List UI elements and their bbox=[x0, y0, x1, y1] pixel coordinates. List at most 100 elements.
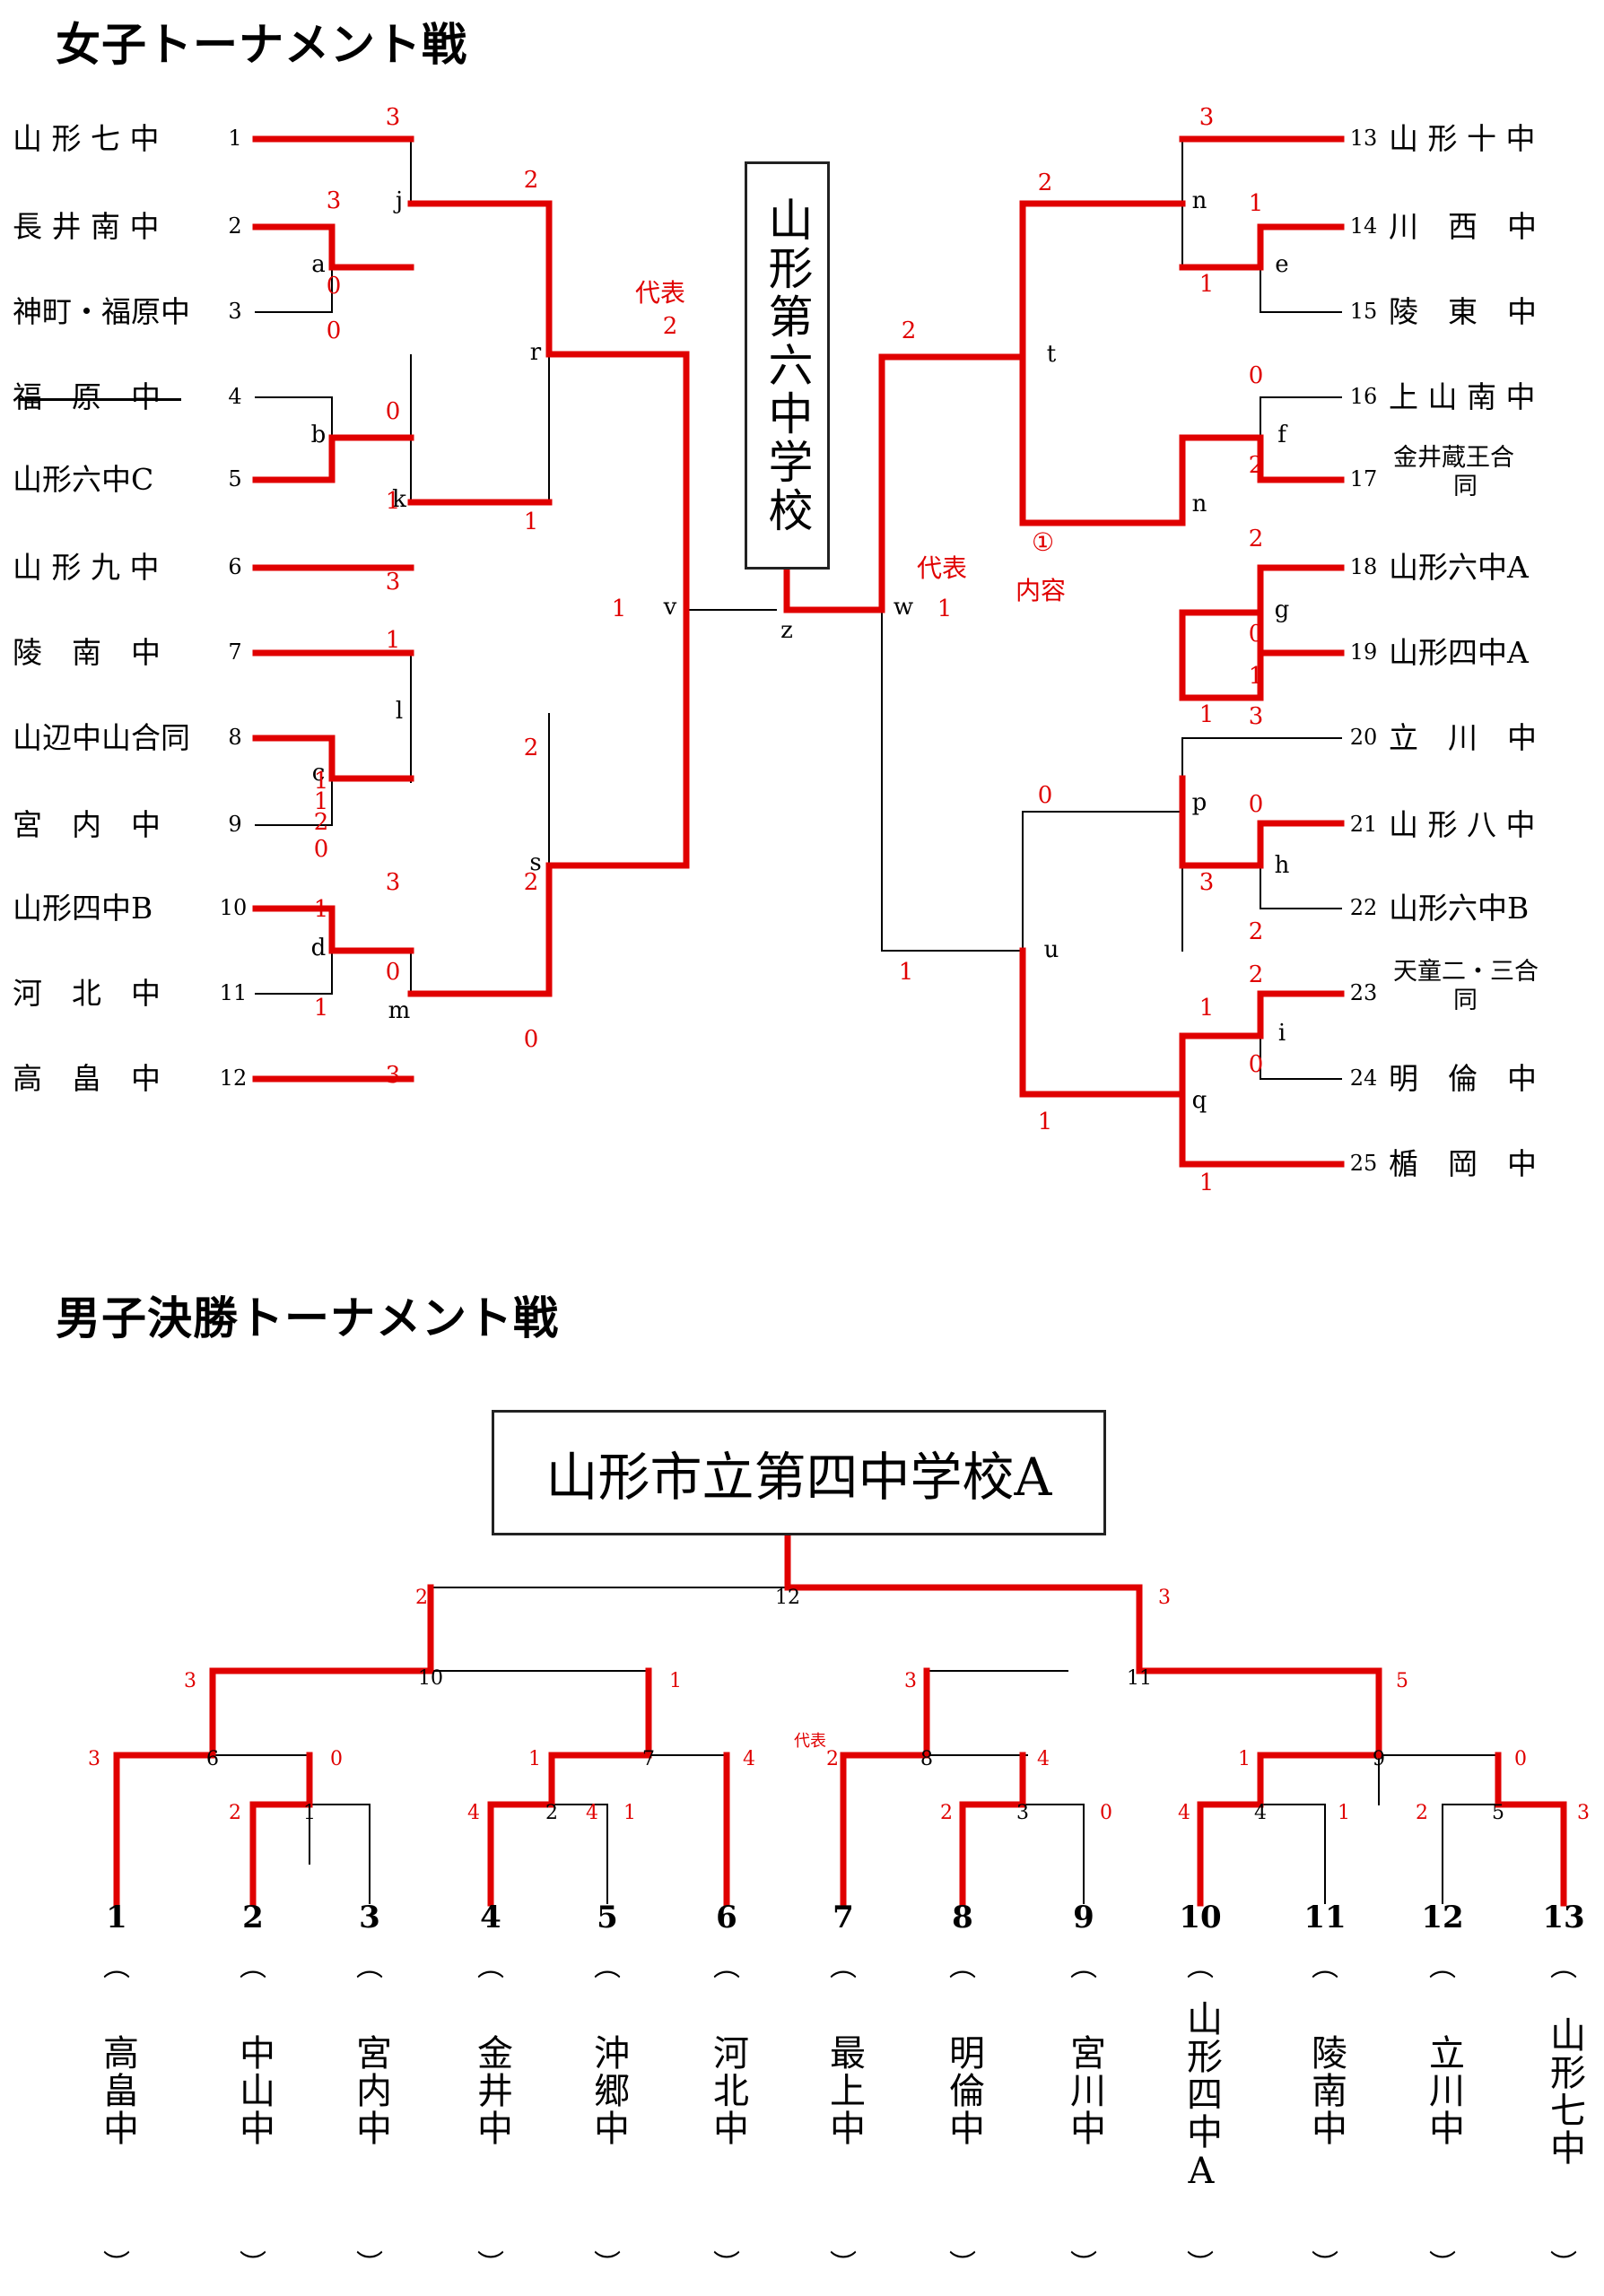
girls-team-seed: 23 bbox=[1349, 980, 1378, 1005]
boys-score: 2 bbox=[1416, 1802, 1428, 1824]
girls-score: 2 bbox=[1248, 526, 1264, 552]
girls-score: 1 bbox=[1248, 190, 1264, 217]
girls-node-label: l bbox=[395, 698, 404, 725]
boys-score: 0 bbox=[1514, 1748, 1527, 1770]
boys-node-label: 7 bbox=[642, 1748, 655, 1770]
girls-node-label: n bbox=[1191, 491, 1207, 517]
boys-score: 4 bbox=[743, 1748, 755, 1770]
boys-close-paren: ︶ bbox=[830, 2249, 857, 2281]
girls-team-name: 楯 岡 中 bbox=[1389, 1146, 1537, 1181]
boys-close-paren: ︶ bbox=[1312, 2249, 1338, 2281]
boys-team-number: 6 bbox=[716, 1900, 737, 1935]
girls-node-label: b bbox=[310, 422, 327, 448]
boys-node-label: 5 bbox=[1492, 1802, 1504, 1824]
boys-node-label: 6 bbox=[206, 1748, 219, 1770]
boys-node-label: 1 bbox=[303, 1802, 316, 1824]
girls-score: 0 bbox=[326, 273, 342, 300]
girls-node-label: p bbox=[1191, 789, 1207, 816]
girls-node-label: n bbox=[1191, 187, 1207, 214]
girls-node-label: a bbox=[311, 251, 326, 278]
girls-team-seed: 1 bbox=[228, 126, 242, 151]
boys-score: 0 bbox=[1100, 1802, 1112, 1824]
withdrawn-strike bbox=[20, 398, 181, 401]
boys-node-label: 11 bbox=[1127, 1667, 1152, 1690]
girls-title: 女子トーナメント戦 bbox=[56, 19, 467, 71]
girls-team-seed: 21 bbox=[1349, 812, 1378, 837]
girls-team-seed: 22 bbox=[1349, 895, 1378, 920]
boys-team-number: 7 bbox=[833, 1900, 854, 1935]
boys-open-paren: ︵ bbox=[1429, 1952, 1456, 1983]
girls-team-seed: 24 bbox=[1349, 1065, 1378, 1091]
girls-node-label: r bbox=[529, 339, 542, 366]
boys-score: 3 bbox=[1158, 1587, 1171, 1609]
boys-node-label: 2 bbox=[545, 1802, 558, 1824]
boys-open-paren: ︵ bbox=[1312, 1952, 1338, 1983]
girls-daihyo-right: 代表 bbox=[917, 553, 968, 583]
girls-team-name: 山 形 七 中 bbox=[13, 121, 160, 156]
girls-node-label: c bbox=[311, 760, 326, 787]
girls-team-name: 天童二・三合 bbox=[1393, 958, 1539, 986]
girls-node-label: t bbox=[1046, 341, 1057, 368]
girls-team-name: 山形六中C bbox=[13, 462, 154, 497]
girls-team-name-line2: 同 bbox=[1453, 473, 1478, 500]
girls-node-label: h bbox=[1274, 852, 1290, 879]
boys-team-name: 最上中 bbox=[824, 2034, 865, 2147]
girls-team-seed: 5 bbox=[228, 466, 242, 491]
boys-score: 4 bbox=[1178, 1802, 1190, 1824]
girls-score: 2 bbox=[1248, 961, 1264, 988]
girls-score: 2 bbox=[313, 809, 329, 836]
girls-score: 1 bbox=[1248, 663, 1264, 690]
girls-team-seed: 16 bbox=[1349, 384, 1378, 409]
boys-close-paren: ︶ bbox=[1187, 2249, 1214, 2281]
girls-team-name: 明 倫 中 bbox=[1389, 1061, 1537, 1096]
girls-score: 0 bbox=[1248, 362, 1264, 389]
boys-close-paren: ︶ bbox=[1550, 2249, 1577, 2281]
girls-team-seed: 6 bbox=[228, 554, 242, 579]
girls-team-name: 上 山 南 中 bbox=[1389, 379, 1536, 414]
boys-open-paren: ︵ bbox=[1187, 1952, 1214, 1983]
boys-node-label: 3 bbox=[1016, 1802, 1029, 1824]
girls-score: 0 bbox=[385, 959, 401, 986]
girls-team-seed: 7 bbox=[228, 639, 242, 665]
boys-team-name: 金井中 bbox=[471, 2034, 512, 2147]
girls-score: 1 bbox=[1037, 1109, 1053, 1135]
girls-node-label: j bbox=[395, 187, 404, 214]
girls-team-seed: 14 bbox=[1349, 213, 1378, 239]
girls-team-seed: 15 bbox=[1349, 299, 1378, 324]
boys-open-paren: ︵ bbox=[713, 1952, 740, 1983]
girls-score: 1 bbox=[313, 896, 329, 923]
girls-node-label: u bbox=[1043, 936, 1059, 963]
boys-open-paren: ︵ bbox=[1550, 1952, 1577, 1983]
girls-team-name: 山辺中山合同 bbox=[13, 720, 190, 755]
girls-score: 1 bbox=[1199, 1170, 1215, 1196]
girls-score: 3 bbox=[385, 104, 401, 131]
girls-score: 2 bbox=[662, 313, 678, 340]
girls-score: 0 bbox=[1248, 791, 1264, 818]
girls-node-label: f bbox=[1277, 422, 1286, 448]
girls-score: 0 bbox=[523, 1026, 539, 1053]
girls-score: 3 bbox=[385, 569, 401, 596]
boys-close-paren: ︶ bbox=[477, 2249, 504, 2281]
girls-score: 1 bbox=[385, 627, 401, 654]
boys-team-name: 河北中 bbox=[707, 2034, 748, 2147]
boys-score: 3 bbox=[904, 1670, 917, 1692]
boys-open-paren: ︵ bbox=[356, 1952, 383, 1983]
girls-team-name: 長 井 南 中 bbox=[13, 209, 160, 244]
girls-score: 2 bbox=[1248, 452, 1264, 479]
girls-bracket bbox=[252, 135, 1345, 1168]
boys-score: 3 bbox=[88, 1748, 100, 1770]
girls-team-seed: 4 bbox=[228, 384, 242, 409]
boys-team-name: 高畠中 bbox=[97, 2034, 138, 2147]
girls-score: 2 bbox=[523, 735, 539, 761]
girls-team-seed: 9 bbox=[228, 812, 242, 837]
boys-node-label: 8 bbox=[920, 1748, 933, 1770]
boys-close-paren: ︶ bbox=[594, 2249, 621, 2281]
girls-score: 1 bbox=[611, 596, 627, 622]
boys-node-label: 9 bbox=[1373, 1748, 1385, 1770]
girls-score: 2 bbox=[901, 317, 917, 344]
boys-close-paren: ︶ bbox=[949, 2249, 976, 2281]
boys-team-name: 宮川中 bbox=[1064, 2034, 1105, 2147]
boys-team-number: 11 bbox=[1303, 1900, 1347, 1935]
girls-team-name: 神町・福原中 bbox=[13, 294, 190, 329]
boys-team-name: 山形七中 bbox=[1544, 2016, 1585, 2167]
